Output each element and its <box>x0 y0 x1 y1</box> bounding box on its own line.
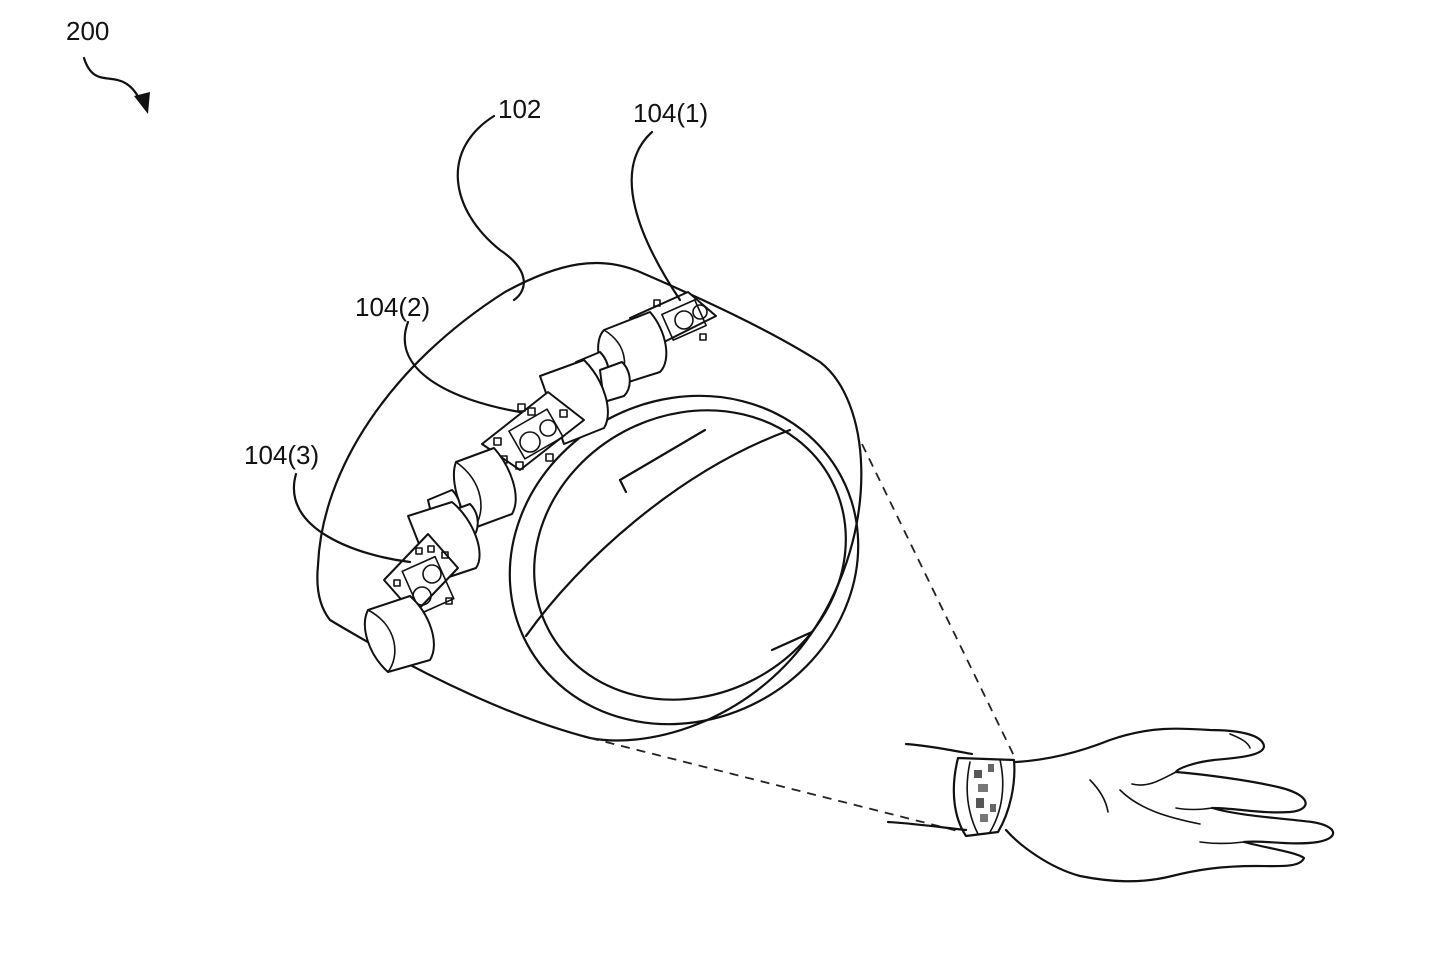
sensor-2-pad <box>559 409 568 418</box>
sensor-2-pad <box>545 453 554 462</box>
hand-outline <box>1004 727 1335 883</box>
sensor-1-lens-icon-2 <box>692 304 708 320</box>
sensor-3-pad <box>445 597 453 605</box>
sensor-2-lens-icon-2 <box>539 419 557 437</box>
sensor-3-pad <box>393 579 401 587</box>
sensor-2-pad <box>493 437 502 446</box>
figure-number-group: 200 <box>66 16 150 114</box>
forearm-bottom-edge <box>886 820 968 832</box>
figure-arrowhead-icon <box>134 92 150 114</box>
worn-sensor-block <box>980 814 988 822</box>
leader-line-sensor-3 <box>292 472 412 564</box>
sensor-1-chip <box>661 299 707 341</box>
sensor-2-lens-icon <box>519 431 541 453</box>
leader-line-sensor-2 <box>403 320 522 414</box>
sensor-2-pad <box>515 461 524 470</box>
sensor-3-pad <box>427 545 435 553</box>
sensor-2-label: 104(2) <box>355 292 430 322</box>
sensor-2-pad <box>517 403 526 412</box>
figure-number-label: 200 <box>66 16 109 46</box>
sensor-3-pad <box>441 551 449 559</box>
band-outer-rim <box>508 394 860 726</box>
sensor-2-pad <box>527 407 536 416</box>
projection-line-upper <box>861 443 1017 761</box>
figure-arrow-curve <box>82 56 144 106</box>
sensor-module-2 <box>453 359 609 529</box>
leader-lines <box>292 114 682 564</box>
palm-line <box>1089 779 1109 813</box>
leader-line-sensor-1 <box>630 130 682 302</box>
thumbnail <box>1229 733 1251 749</box>
worn-sensor-block <box>978 784 988 792</box>
arm-and-hand <box>886 727 1335 883</box>
palm-crease <box>1119 789 1201 825</box>
worn-wristband-edge <box>989 759 1004 833</box>
band-outer-body <box>316 261 863 742</box>
band-inner-edge-bottom <box>770 630 814 652</box>
sensor-3-connector-bottom <box>363 595 435 673</box>
thumb-crease <box>1131 771 1177 786</box>
projection-line-lower <box>589 737 963 833</box>
band-inner-back-curve <box>524 428 792 638</box>
sensor-3-label: 104(3) <box>244 440 319 470</box>
sensor-3-chip <box>401 555 455 615</box>
worn-sensor-block <box>988 764 994 772</box>
band-inner-edge-top-tip <box>618 478 628 494</box>
wristband-device <box>316 261 863 742</box>
worn-sensor-block <box>976 798 984 808</box>
sensor-module-3 <box>363 501 481 673</box>
worn-wristband <box>952 756 1016 838</box>
band-inner-rim <box>533 409 847 701</box>
leader-line-band <box>456 114 525 302</box>
sensor-3-lens-icon <box>422 564 442 584</box>
finger-crease <box>1199 841 1245 845</box>
band-label: 102 <box>498 94 541 124</box>
worn-sensor-block <box>990 804 996 812</box>
worn-wristband-body <box>952 756 1016 838</box>
sensor-3-pad <box>415 547 423 555</box>
sensor-3-lens-icon-2 <box>412 586 432 606</box>
link-tube <box>599 361 631 403</box>
finger-crease <box>1175 807 1213 811</box>
sensor-3-connector-top <box>407 501 481 583</box>
worn-wristband-edge <box>966 761 979 835</box>
sensor-1-label: 104(1) <box>633 98 708 128</box>
band-inner-edge-top <box>618 428 707 482</box>
projection-lines <box>589 443 1017 833</box>
forearm-top-edge <box>904 742 974 756</box>
sensor-1-pad <box>653 299 661 307</box>
sensor-1-pad <box>699 333 707 341</box>
worn-sensor-block <box>974 770 982 778</box>
sensor-1-lens-icon <box>674 310 694 330</box>
sensor-3-connector-end <box>367 609 396 673</box>
